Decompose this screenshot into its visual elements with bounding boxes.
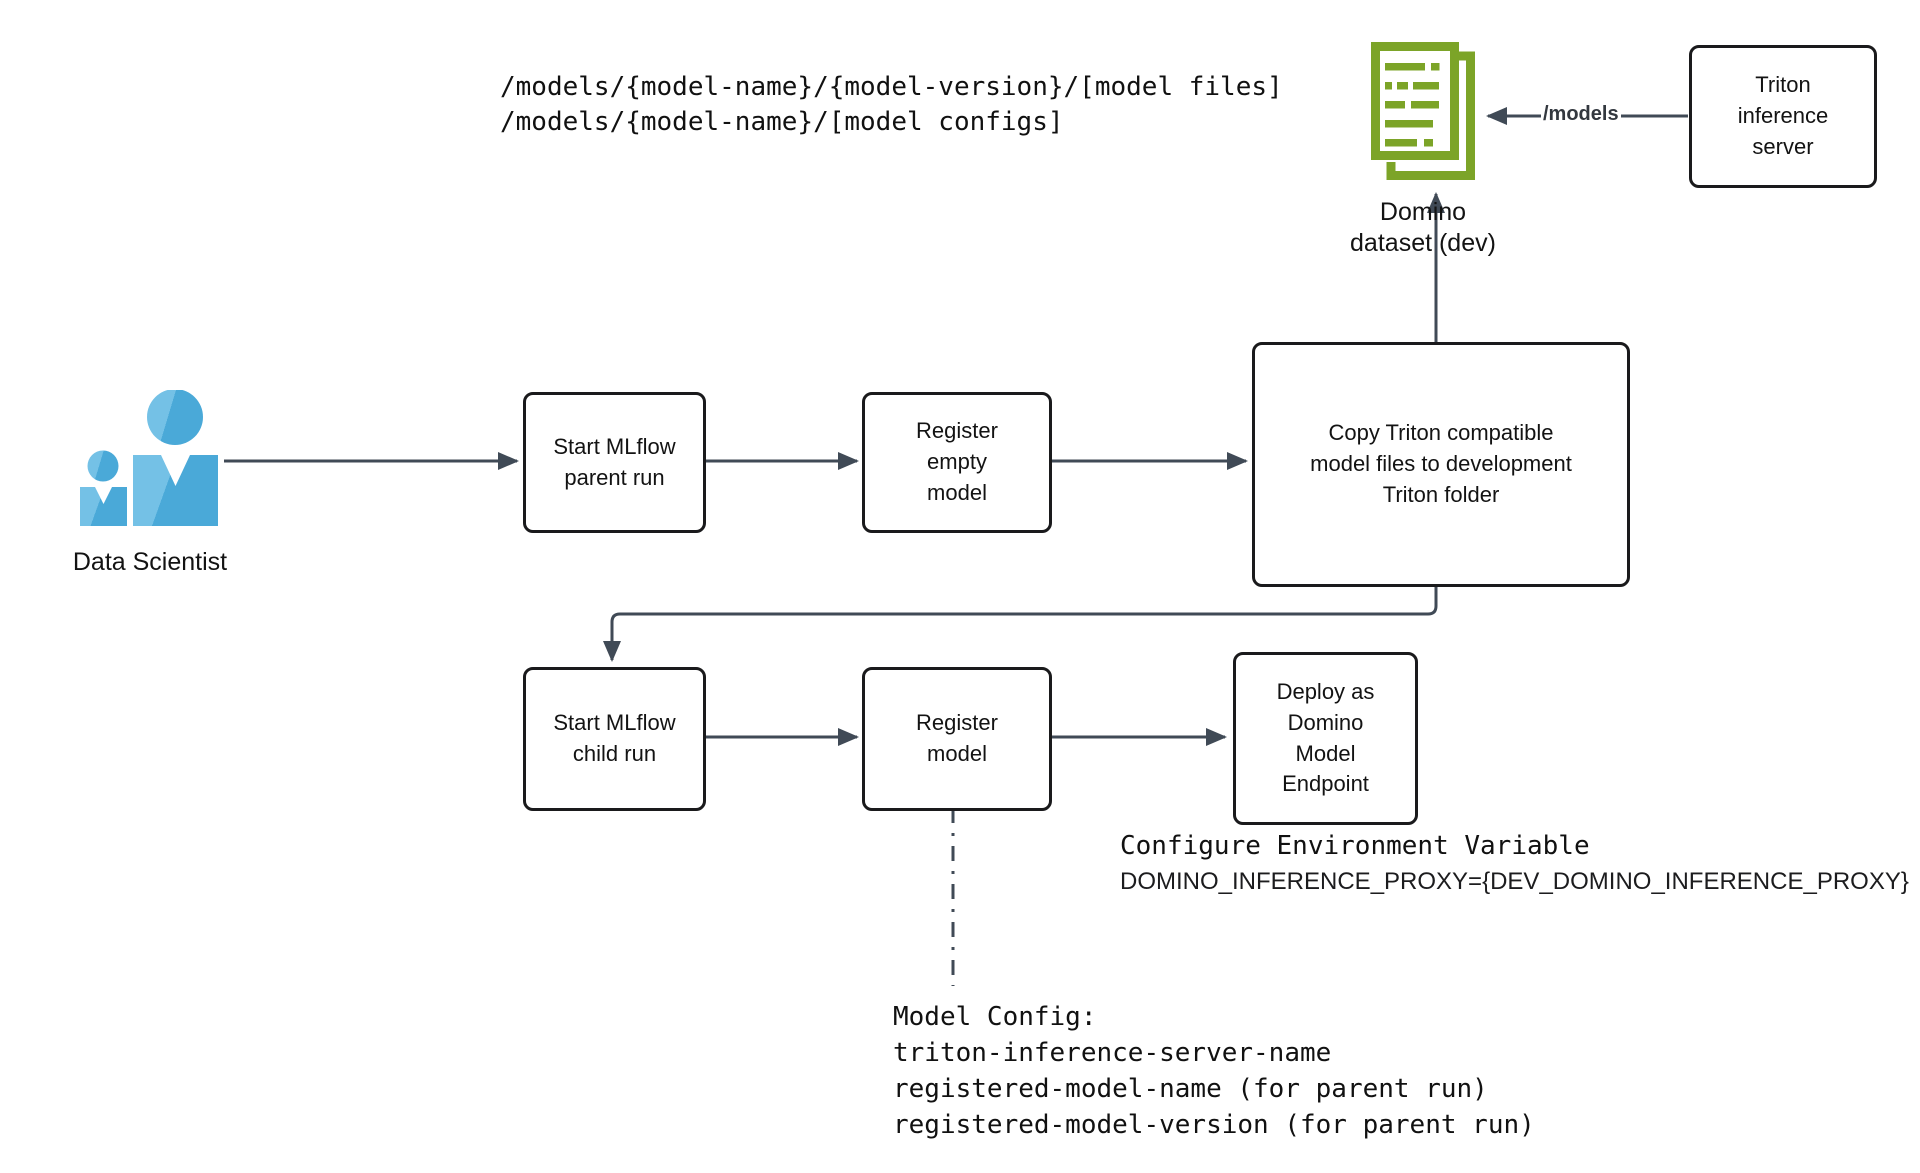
model-config-line: registered-model-version (for parent run… <box>893 1110 1535 1140</box>
box-triton-inference-server: Triton inference server <box>1689 45 1877 188</box>
box-start-mlflow-parent-run: Start MLflow parent run <box>523 392 706 533</box>
model-config-line: triton-inference-server-name <box>893 1038 1332 1068</box>
arrow-copy-to-child-run <box>603 581 1438 662</box>
domino-dataset-label-line1: Domino <box>1379 198 1467 226</box>
model-config-title: Model Config: <box>893 1002 1097 1032</box>
person-small-head <box>87 450 119 482</box>
model-path-note: /models/{model-name}/{model-version}/[mo… <box>500 70 1283 140</box>
person-large-head <box>147 390 203 445</box>
env-note-value: DOMINO_INFERENCE_PROXY={DEV_DOMINO_INFER… <box>1120 868 1909 895</box>
dataset-text-lines <box>1385 63 1440 147</box>
model-config-note: Model Config: triton-inference-server-na… <box>893 999 1535 1143</box>
model-path-line2: /models/{model-name}/[model configs] <box>500 107 1064 137</box>
domino-dataset-label: Domino dataset (dev) <box>1303 197 1543 259</box>
box-copy-triton-model-files: Copy Triton compatible model files to de… <box>1252 342 1630 587</box>
box-deploy-domino-model-endpoint: Deploy as Domino Model Endpoint <box>1233 652 1418 825</box>
model-path-line1: /models/{model-name}/{model-version}/[mo… <box>500 72 1283 102</box>
model-config-line: registered-model-name (for parent run) <box>893 1074 1488 1104</box>
data-scientist-icon <box>80 390 218 526</box>
person-small-body <box>80 487 127 526</box>
models-arrow-label: /models <box>1541 103 1621 126</box>
box-start-mlflow-child-run: Start MLflow child run <box>523 667 706 811</box>
environment-variable-note: Configure Environment Variable DOMINO_IN… <box>1120 830 1909 898</box>
box-register-model: Register model <box>862 667 1052 811</box>
env-note-title: Configure Environment Variable <box>1120 831 1590 861</box>
domino-dataset-label-line2: dataset (dev) <box>1350 229 1496 257</box>
domino-dataset-icon <box>1371 42 1475 180</box>
person-large-body <box>133 455 218 526</box>
box-register-empty-model: Register empty model <box>862 392 1052 533</box>
dataset-back-page <box>1386 51 1475 180</box>
data-scientist-label: Data Scientist <box>72 548 228 576</box>
